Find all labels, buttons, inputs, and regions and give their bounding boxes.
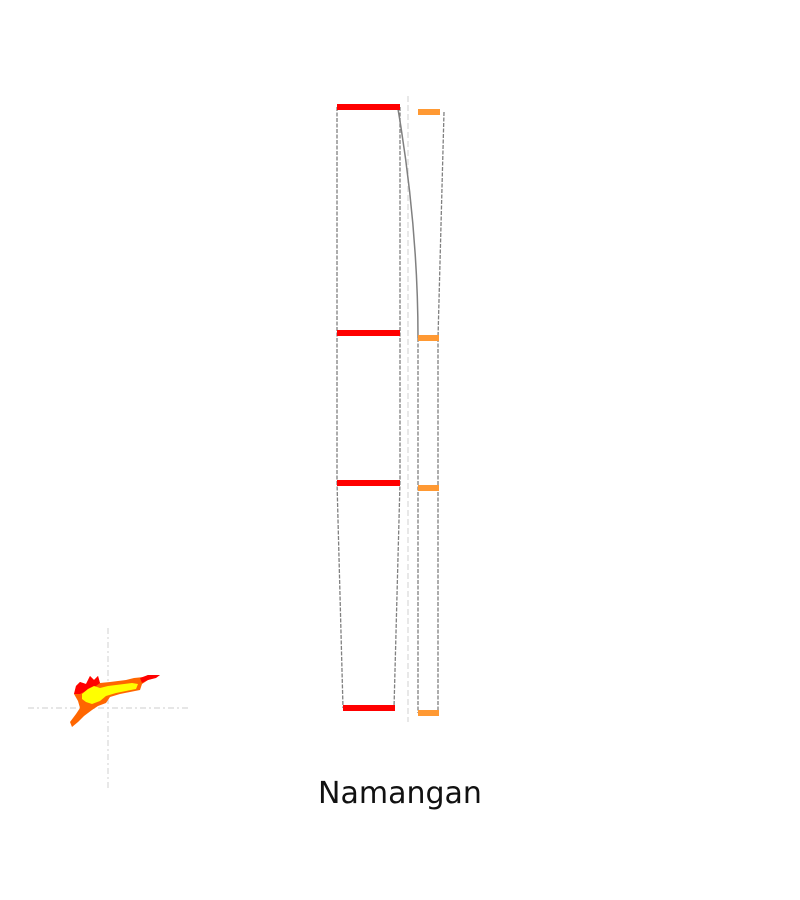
left-bar-4 bbox=[343, 705, 395, 711]
region-shape-outline bbox=[70, 675, 160, 727]
crossing-connector bbox=[397, 108, 419, 339]
right-bars bbox=[418, 109, 440, 716]
left-bar-2 bbox=[337, 330, 400, 336]
region-shape-core bbox=[82, 683, 138, 704]
region-shape-red-tail bbox=[140, 675, 160, 683]
left-bar-1 bbox=[337, 104, 400, 110]
region-shape-red-edge bbox=[74, 676, 100, 694]
left-column-outline bbox=[336, 107, 401, 709]
right-bar-3 bbox=[418, 485, 439, 491]
right-column-outline bbox=[417, 111, 445, 713]
left-bar-3 bbox=[337, 480, 400, 486]
left-bars bbox=[337, 104, 400, 711]
right-bar-4 bbox=[418, 710, 439, 716]
locator-map bbox=[28, 628, 188, 788]
right-bar-1 bbox=[418, 109, 440, 115]
region-shape bbox=[70, 675, 160, 727]
right-bar-2 bbox=[418, 335, 439, 341]
region-name-label: Namangan bbox=[318, 776, 482, 811]
main-diagram bbox=[336, 96, 445, 722]
